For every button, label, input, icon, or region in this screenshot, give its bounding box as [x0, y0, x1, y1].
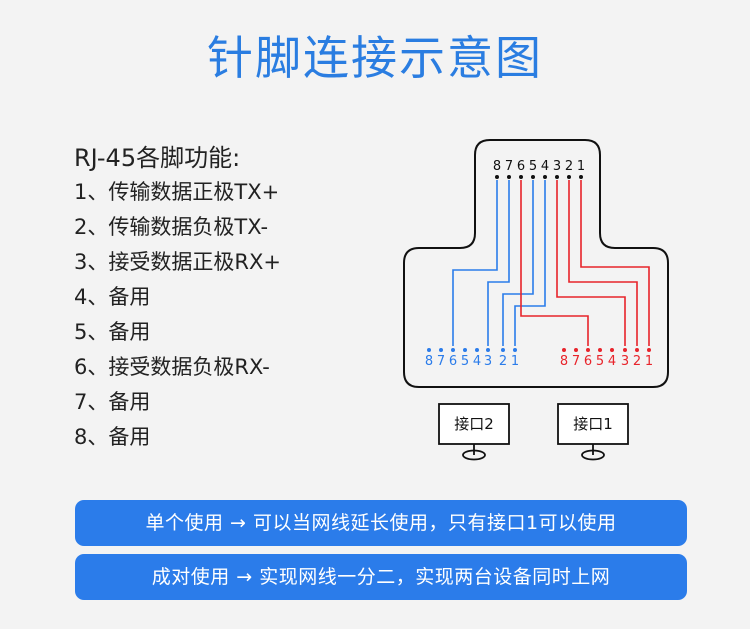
port2-pin-label: 3 [484, 354, 492, 369]
single-use-banner: 单个使用 → 可以当网线延长使用，只有接口1可以使用 [75, 500, 687, 546]
port1-pin-dots [562, 348, 651, 352]
pin-function-item: 5、备用 [74, 320, 151, 344]
port1-pin-labels: 8 7 6 5 4 3 2 1 [560, 354, 653, 369]
pin-function-item: 7、备用 [74, 390, 151, 414]
pin-function-item: 6、接受数据负极RX- [74, 355, 270, 379]
pin-function-list: 1、传输数据正极TX+ 2、传输数据负极TX- 3、接受数据正极RX+ 4、备用… [74, 178, 281, 458]
port1-pin-label: 2 [633, 354, 641, 369]
port1-screen [557, 403, 629, 445]
port1-pin-label: 6 [584, 354, 592, 369]
port1-pin-label: 1 [645, 354, 653, 369]
splitter-body-outline [403, 139, 669, 388]
port1-base [581, 449, 605, 461]
port2-pin-label: 4 [473, 354, 481, 369]
top-pin-label: 3 [553, 159, 561, 174]
pin-function-item: 8、备用 [74, 425, 151, 449]
port2-device: 接口2 [438, 403, 510, 461]
pin-function-item: 2、传输数据负极TX- [74, 215, 269, 239]
page-title: 针脚连接示意图 [207, 31, 543, 85]
pin-function-item: 4、备用 [74, 285, 151, 309]
pin-function-item: 1、传输数据正极TX+ [74, 180, 280, 204]
port1-pin-label: 3 [621, 354, 629, 369]
port1-pin-label: 4 [608, 354, 616, 369]
top-pin-label: 6 [517, 159, 525, 174]
port1-pin-label: 7 [572, 354, 580, 369]
top-pin-label: 4 [541, 159, 549, 174]
port2-pin-label: 6 [449, 354, 457, 369]
pin-function-item: 3、接受数据正极RX+ [74, 250, 281, 274]
port2-base [462, 449, 486, 461]
top-pin-dots [495, 175, 583, 179]
port2-pin-labels: 8 7 6 5 4 3 2 1 [425, 354, 519, 369]
top-pin-labels: 8 7 6 5 4 3 2 1 [493, 159, 585, 174]
blue-wire [514, 180, 546, 346]
port2-pin-label: 5 [461, 354, 469, 369]
port1-device: 接口1 [557, 403, 629, 461]
port2-pin-label: 8 [425, 354, 433, 369]
blue-wire [487, 180, 510, 346]
red-wires [520, 180, 650, 346]
port1-pin-label: 8 [560, 354, 568, 369]
blue-wire [452, 180, 498, 346]
port2-pin-label: 7 [437, 354, 445, 369]
port1-label: 接口1 [573, 415, 613, 433]
port2-pin-label: 1 [511, 354, 519, 369]
splitter-wiring-diagram: 8 7 6 5 4 3 2 1 8 7 6 5 4 [403, 139, 669, 461]
port1-pin-label: 5 [596, 354, 604, 369]
red-wire [520, 180, 589, 346]
port2-pin-dots [427, 348, 517, 352]
red-wire [568, 180, 638, 346]
top-pin-label: 2 [565, 159, 573, 174]
red-wire [556, 180, 626, 346]
port2-pin-label: 2 [499, 354, 507, 369]
top-pin-label: 5 [529, 159, 537, 174]
pins-heading: RJ-45各脚功能: [74, 144, 241, 172]
red-wire [580, 180, 650, 346]
blue-wire [502, 180, 534, 346]
port2-label: 接口2 [454, 415, 494, 433]
paired-use-banner: 成对使用 → 实现网线一分二，实现两台设备同时上网 [75, 554, 687, 600]
top-pin-label: 7 [505, 159, 513, 174]
blue-wires [452, 180, 546, 346]
top-pin-label: 8 [493, 159, 501, 174]
top-pin-label: 1 [577, 159, 585, 174]
